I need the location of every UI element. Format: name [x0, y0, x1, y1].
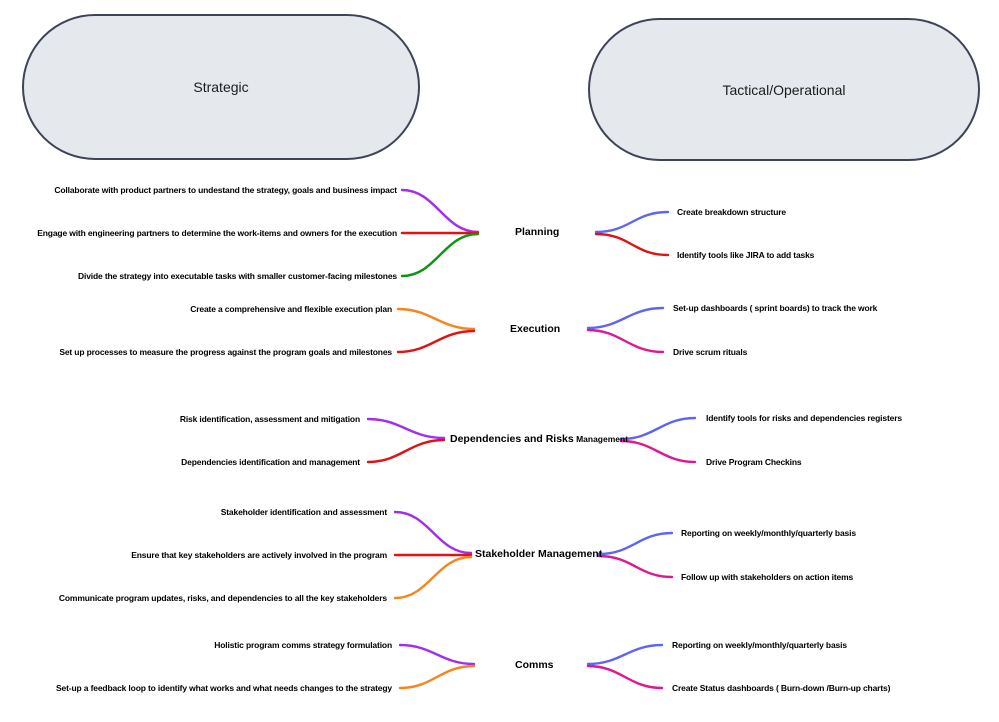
planning-left-curve-1 — [400, 188, 480, 234]
stakeholder-right-item-2: Follow up with stakeholders on action it… — [681, 572, 854, 582]
node-stakeholder-management-label: Stakeholder Management — [475, 548, 603, 560]
execution-right-curve-2 — [586, 328, 665, 354]
stakeholder-left-item-2: Ensure that key stakeholders are activel… — [131, 550, 387, 560]
comms-right-item-2: Create Status dashboards ( Burn-down /Bu… — [672, 683, 891, 693]
planning-left-item-3: Divide the strategy into executable task… — [78, 271, 397, 281]
execution-left-curve-2 — [396, 329, 476, 354]
node-stakeholder-management: Stakeholder Management — [475, 547, 602, 561]
stakeholder-left-item-1: Stakeholder identification and assessmen… — [220, 507, 387, 517]
execution-right-item-1: Set-up dashboards ( sprint boards) to tr… — [673, 303, 878, 313]
comms-left-curve-1 — [398, 643, 476, 666]
stakeholder-right-curve-1 — [597, 531, 674, 556]
planning-left-curve-3 — [400, 232, 480, 278]
comms-left-curve-2 — [398, 664, 476, 690]
node-dependencies-risks: Dependencies and Risks Management — [450, 432, 628, 446]
dependencies-left-curve-1 — [366, 417, 446, 440]
execution-left-item-2: Set up processes to measure the progress… — [59, 347, 392, 357]
node-comms: Comms — [515, 658, 554, 672]
node-planning: Planning — [515, 225, 559, 239]
dependencies-left-item-2: Dependencies identification and manageme… — [181, 457, 360, 467]
tactical-header-shape: Tactical/Operational — [588, 18, 980, 161]
comms-left-item-1: Holistic program comms strategy formulat… — [214, 640, 392, 650]
planning-left-item-1: Collaborate with product partners to und… — [54, 185, 397, 195]
stakeholder-right-curve-2 — [597, 554, 674, 579]
dependencies-right-curve-2 — [619, 439, 697, 464]
planning-right-item-2: Identify tools like JIRA to add tasks — [677, 250, 815, 260]
comms-left-item-2: Set-up a feedback loop to identify what … — [56, 683, 392, 693]
comms-right-curve-1 — [586, 643, 664, 666]
dependencies-right-item-1: Identify tools for risks and dependencie… — [706, 413, 902, 423]
strategic-header-shape: Strategic — [22, 14, 420, 160]
node-planning-label: Planning — [515, 226, 560, 238]
comms-right-curve-2 — [586, 664, 664, 690]
node-dependencies-risks-label: Dependencies and Risks — [450, 433, 574, 445]
execution-right-curve-1 — [586, 306, 665, 330]
dependencies-left-curve-2 — [366, 438, 446, 464]
dependencies-left-item-1: Risk identification, assessment and miti… — [179, 414, 360, 424]
execution-left-item-1: Create a comprehensive and flexible exec… — [190, 304, 392, 314]
planning-right-curve-1 — [594, 210, 670, 234]
stakeholder-right-item-1: Reporting on weekly/monthly/quarterly ba… — [681, 528, 856, 538]
dependencies-right-curve-1 — [619, 416, 697, 441]
node-execution-label: Execution — [510, 323, 561, 335]
planning-right-item-1: Create breakdown structure — [677, 207, 786, 217]
node-dependencies-risks-suffix: Management — [573, 434, 629, 444]
dependencies-right-item-2: Drive Program Checkins — [706, 457, 802, 467]
planning-left-item-2: Engage with engineering partners to dete… — [37, 228, 397, 238]
tactical-header-label: Tactical/Operational — [722, 81, 846, 98]
comms-right-item-1: Reporting on weekly/monthly/quarterly ba… — [672, 640, 847, 650]
planning-right-curve-2 — [594, 232, 670, 257]
node-comms-label: Comms — [515, 659, 554, 671]
stakeholder-left-curve-1 — [393, 510, 473, 555]
stakeholder-left-curve-3 — [393, 555, 473, 600]
strategic-header-label: Strategic — [193, 79, 249, 95]
node-execution: Execution — [510, 322, 560, 336]
execution-right-item-2: Drive scrum rituals — [673, 347, 748, 357]
execution-left-curve-1 — [396, 307, 476, 331]
stakeholder-left-item-3: Communicate program updates, risks, and … — [58, 593, 387, 603]
